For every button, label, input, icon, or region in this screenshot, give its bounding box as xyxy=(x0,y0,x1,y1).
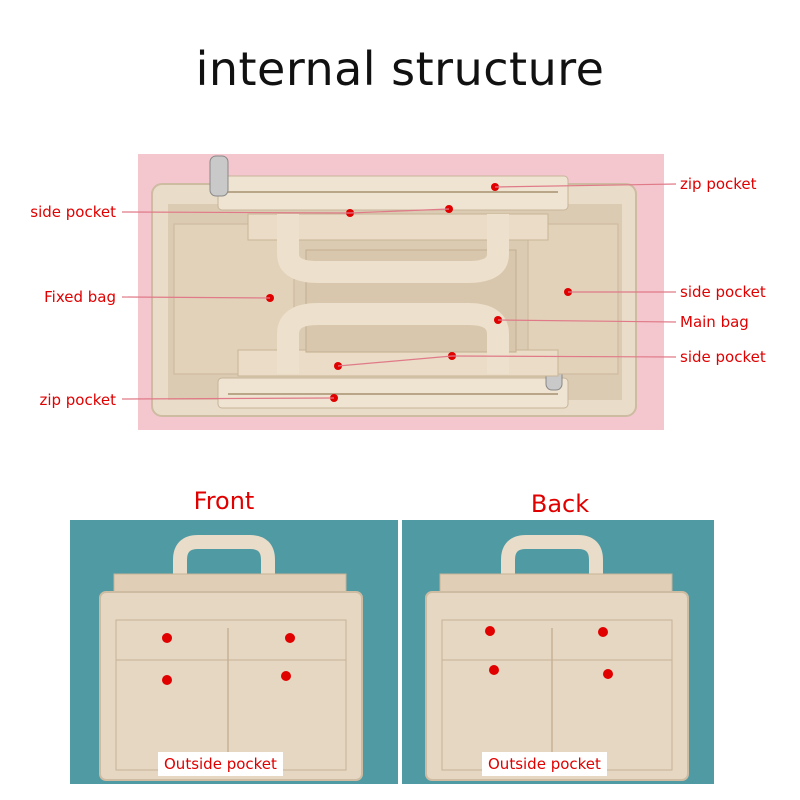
callout-side-pocket-right-lower: side pocket xyxy=(680,348,766,366)
callout-fixed-bag: Fixed bag xyxy=(44,288,116,306)
back-outside-pocket-tag: Outside pocket xyxy=(482,752,607,776)
callout-main-bag: Main bag xyxy=(680,313,749,331)
organizer-front-photo xyxy=(70,520,398,784)
back-label: Back xyxy=(530,490,590,518)
front-outside-pocket-tag: Outside pocket xyxy=(158,752,283,776)
page-title: internal structure xyxy=(195,42,605,96)
callout-zip-pocket-left: zip pocket xyxy=(39,391,116,409)
front-label: Front xyxy=(193,487,255,515)
callout-side-pocket-right-upper: side pocket xyxy=(680,283,766,301)
callout-zip-pocket-right: zip pocket xyxy=(680,175,757,193)
callout-side-pocket-left: side pocket xyxy=(30,203,116,221)
organizer-back-photo xyxy=(402,520,714,784)
